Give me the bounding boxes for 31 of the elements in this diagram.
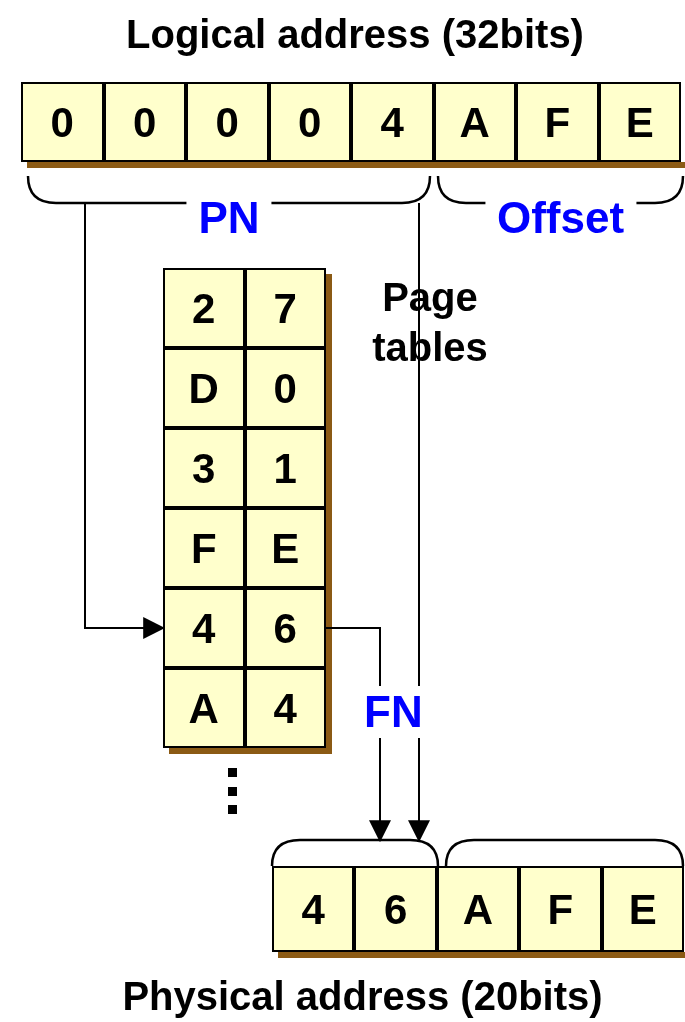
title: Logical address (32bits) <box>125 11 585 58</box>
address-cell: 0 <box>21 82 104 162</box>
table-cell: A <box>163 668 245 748</box>
address-cell: 4 <box>272 866 355 952</box>
address-cell: A <box>433 82 516 162</box>
brace <box>270 838 440 866</box>
address-cell: 0 <box>268 82 351 162</box>
table-cell: 6 <box>244 588 326 668</box>
brace-label: PN <box>26 175 432 247</box>
brace-label: Offset <box>436 175 685 247</box>
table-cell: 0 <box>244 348 326 428</box>
address-cell: F <box>519 866 602 952</box>
table-cell: 2 <box>163 268 245 348</box>
table-cell: E <box>244 508 326 588</box>
table-cell: 4 <box>163 588 245 668</box>
table-cell: 3 <box>163 428 245 508</box>
address-cell: 0 <box>186 82 269 162</box>
table-cell: F <box>163 508 245 588</box>
table-cell: 7 <box>244 268 326 348</box>
table-cell: 1 <box>244 428 326 508</box>
address-cell: 6 <box>354 866 437 952</box>
address-cell: 0 <box>103 82 186 162</box>
table-cell: D <box>163 348 245 428</box>
arrow <box>408 202 430 843</box>
address-cell: A <box>436 866 520 952</box>
table-cell: 4 <box>244 668 326 748</box>
address-cell: 4 <box>351 82 434 162</box>
caption: Physical address (20bits) <box>121 973 604 1020</box>
address-cell: E <box>598 82 681 162</box>
address-cell: E <box>601 866 684 952</box>
address-cell: F <box>516 82 599 162</box>
